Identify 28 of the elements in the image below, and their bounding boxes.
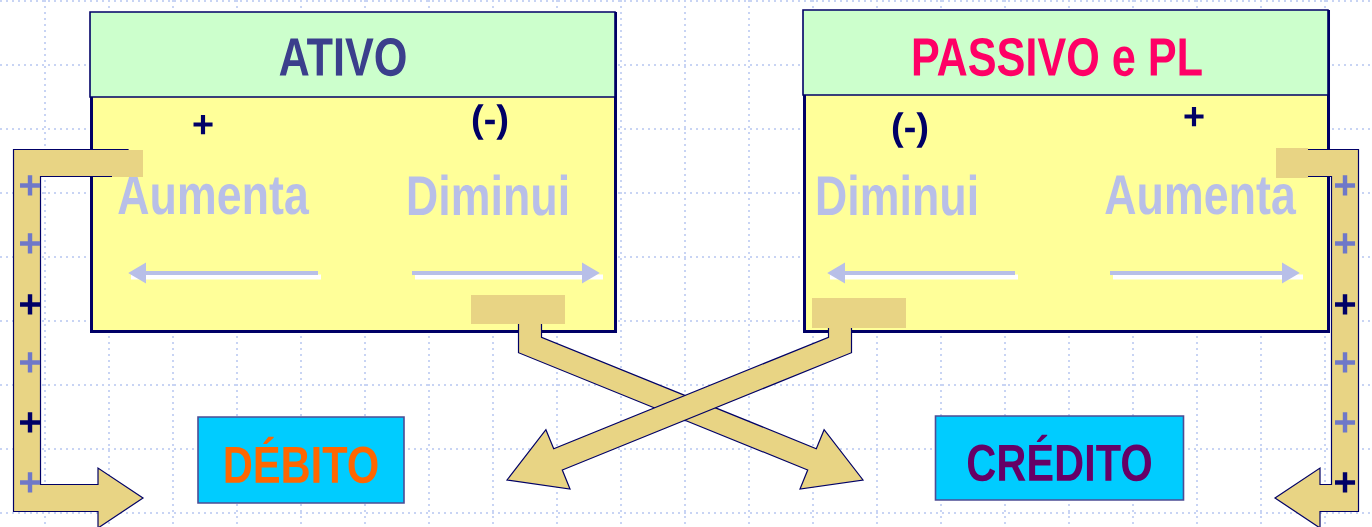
column-label: Diminui [817, 174, 976, 216]
plus-sign: + [20, 352, 41, 373]
plus-sign: + [20, 233, 41, 254]
panel-heading: ATIVO [279, 37, 406, 77]
plus-sign: + [20, 412, 41, 433]
account-box: DÉBITO [197, 416, 405, 504]
plus-sign: + [20, 175, 41, 196]
column-label: Aumenta [1105, 175, 1297, 215]
column-label: Aumenta [118, 175, 310, 215]
sign-label: + [193, 114, 213, 135]
account-box: CRÉDITO [934, 415, 1185, 501]
plus-sign: + [1335, 352, 1356, 373]
block-arrow [12, 148, 145, 527]
block-arrow [471, 295, 865, 490]
block-arrow [1273, 148, 1360, 527]
plus-sign: + [1335, 412, 1356, 433]
plus-sign: + [1335, 294, 1356, 315]
sign-label: + [1184, 106, 1204, 127]
sign-label: (-) [472, 104, 508, 140]
panel-heading: PASSIVO e PL [913, 37, 1202, 77]
account-panel [802, 9, 1330, 333]
plus-sign: + [20, 472, 41, 493]
sign-label: (-) [892, 112, 928, 148]
column-label: Diminui [408, 174, 567, 216]
block-arrow [505, 298, 906, 490]
account-panel [89, 11, 617, 333]
plus-sign: + [1335, 472, 1356, 493]
plus-sign: + [20, 294, 41, 315]
